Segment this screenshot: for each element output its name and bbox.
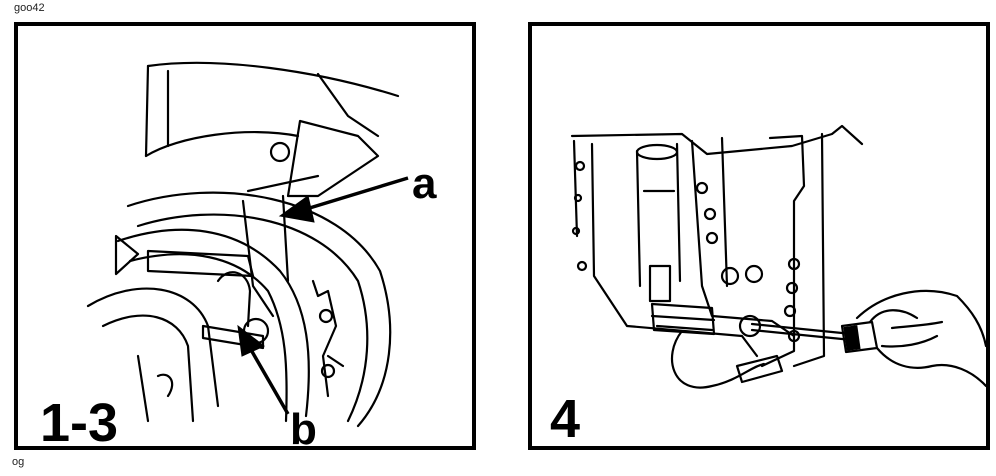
step-number: 1-3 bbox=[40, 393, 119, 450]
panel-steps-1-3: 1-3 a b bbox=[14, 22, 476, 450]
callout-a: a bbox=[412, 159, 437, 208]
figure-footer-code: og bbox=[12, 456, 25, 468]
illustration-step-4 bbox=[570, 124, 986, 389]
step-number: 4 bbox=[550, 389, 581, 449]
panel-step-4: 4 bbox=[528, 22, 990, 450]
illustration-steps-1-3 bbox=[86, 61, 409, 428]
callout-b: b bbox=[290, 405, 317, 450]
figure-code: goo42 bbox=[14, 2, 45, 14]
